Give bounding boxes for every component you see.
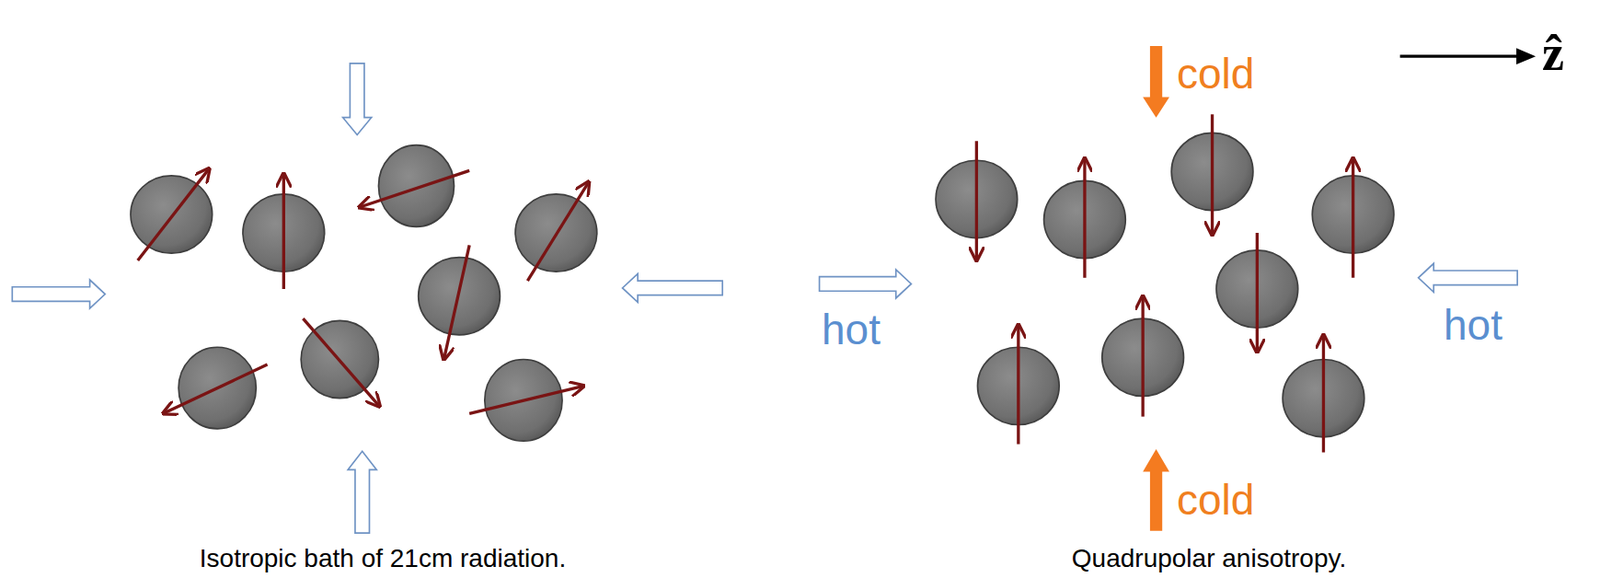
hot-label: hot	[1443, 303, 1503, 346]
atoms-isotropic	[130, 145, 598, 442]
panel-caption: Quadrupolar anisotropy.	[1071, 545, 1347, 572]
hot-label: hot	[821, 308, 881, 351]
cold-label: cold	[1176, 478, 1255, 521]
cold-label: cold	[1176, 52, 1255, 95]
radiation-arrows-isotropic	[11, 63, 723, 533]
axis-arrow	[1400, 47, 1537, 65]
hot-arrows	[819, 263, 1519, 299]
spin-arrows-aligned	[976, 114, 1353, 452]
cold-arrows	[1142, 46, 1170, 531]
panel-caption: Isotropic bath of 21cm radiation.	[199, 545, 566, 572]
axis-label: ẑ	[1542, 28, 1565, 79]
spin-arrows-random	[138, 168, 589, 414]
atoms-aligned	[935, 132, 1394, 437]
